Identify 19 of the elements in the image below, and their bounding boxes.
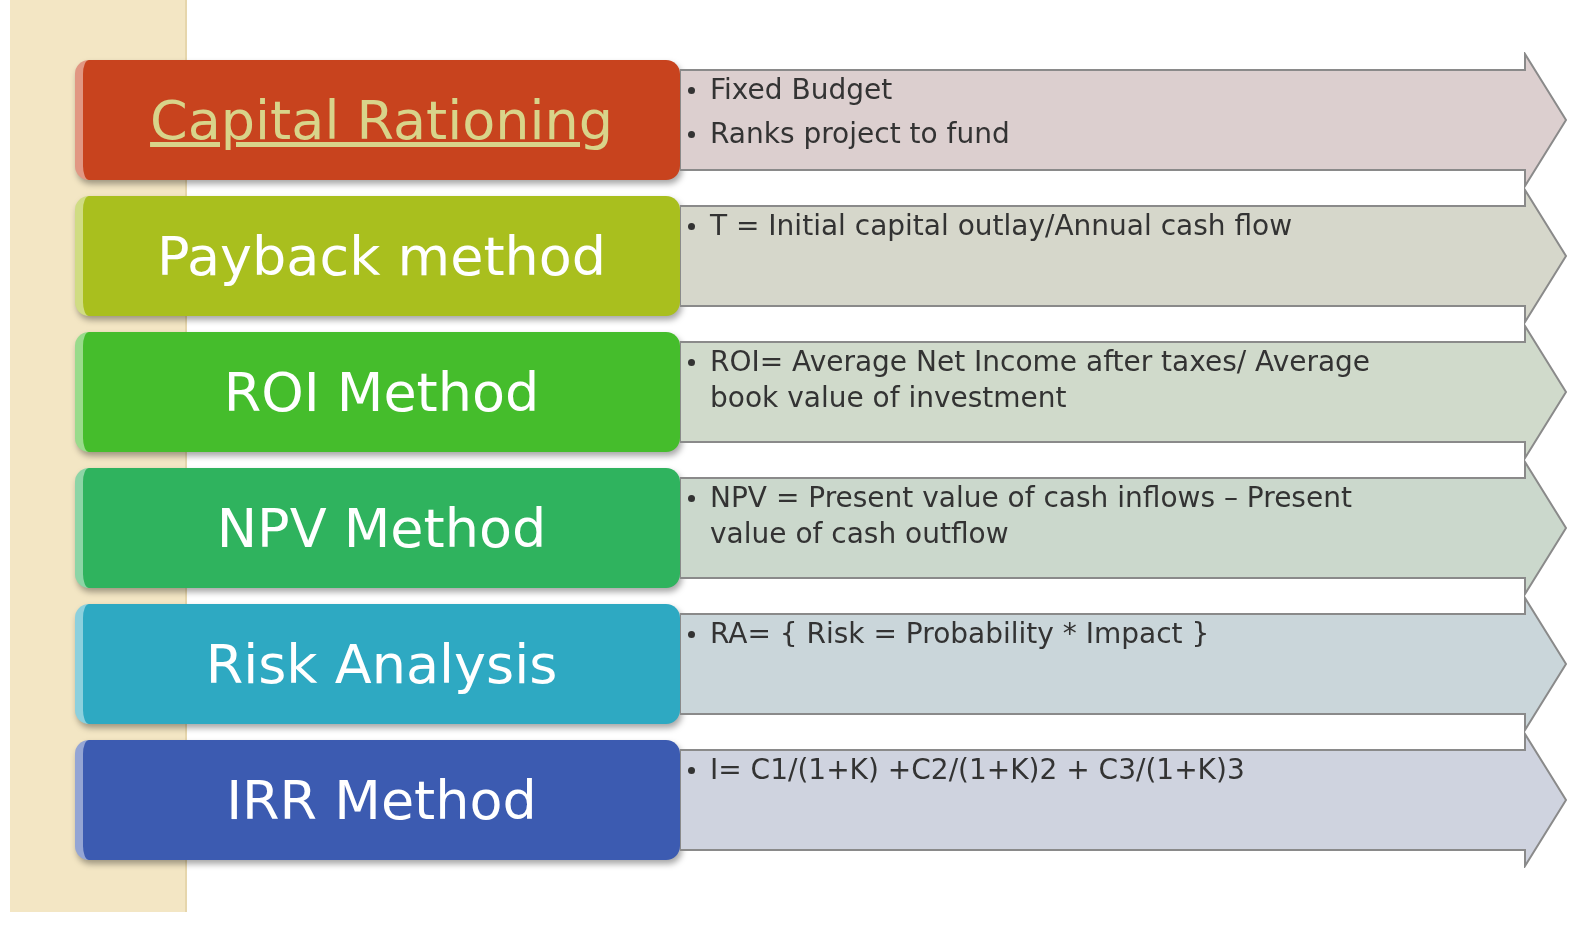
arrow-shape <box>680 324 1568 460</box>
arrow-shape <box>680 52 1568 188</box>
method-box: Capital Rationing <box>75 60 680 180</box>
bullet-text: I= C1/(1+K) +C2/(1+K)2 + C3/(1+K)3 <box>710 753 1245 786</box>
arrow-shape <box>680 460 1568 596</box>
arrow-shape <box>680 188 1568 324</box>
method-box: Payback method <box>75 196 680 316</box>
method-box: Risk Analysis <box>75 604 680 724</box>
bullet-text: Ranks project to fund <box>710 117 1010 150</box>
arrow-shape <box>680 596 1568 732</box>
method-box: NPV Method <box>75 468 680 588</box>
method-box: IRR Method <box>75 740 680 860</box>
arrow-shape <box>680 732 1568 868</box>
bullet-text: T = Initial capital outlay/Annual cash flow <box>710 209 1293 242</box>
method-box: ROI Method <box>75 332 680 452</box>
bullet-text: NPV = Present value of cash inflows – Present value of cash outflow <box>710 481 1352 550</box>
bullet-text: ROI= Average Net Income after taxes/ Average book value of investment <box>710 345 1371 414</box>
bullet-text: Fixed Budget <box>710 73 893 106</box>
bullet-text: RA= { Risk = Probability * Impact } <box>710 617 1210 650</box>
